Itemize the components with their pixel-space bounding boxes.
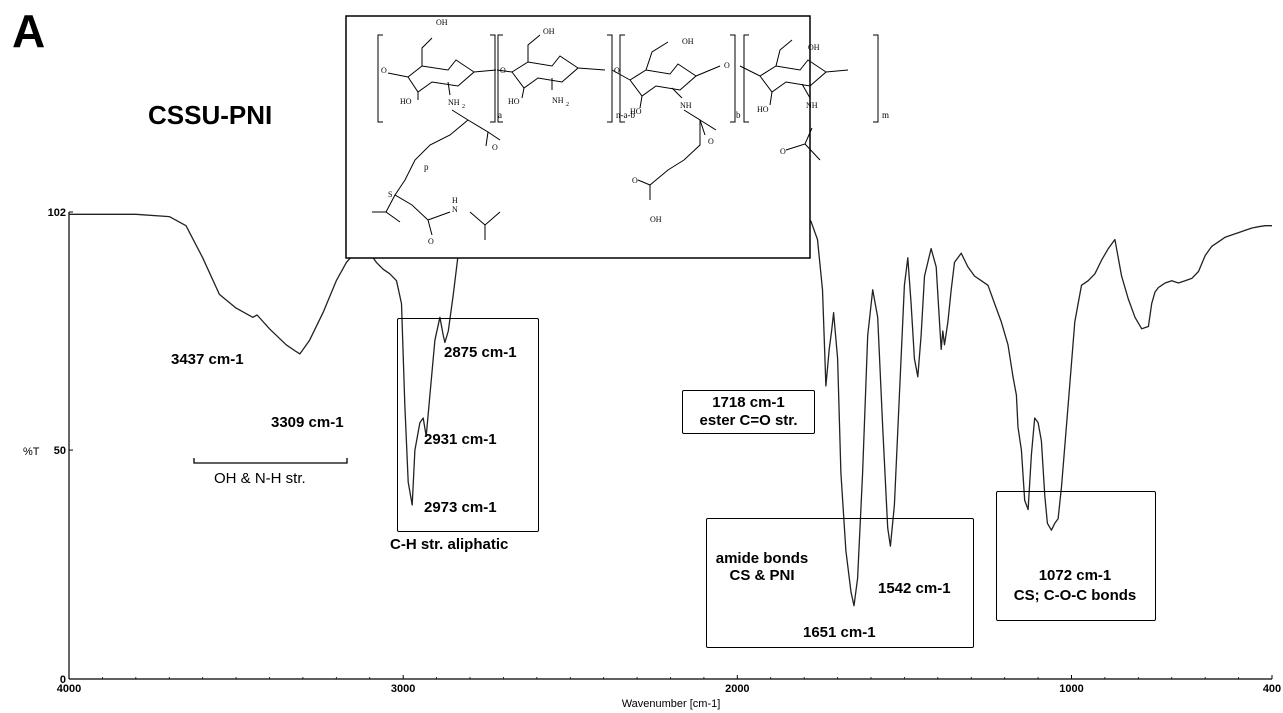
y-tick-label-0: 0	[60, 674, 66, 686]
oh-nh-bracket	[193, 458, 348, 464]
svg-text:S: S	[388, 190, 392, 199]
x-tick-label-4000: 4000	[57, 683, 81, 695]
annotation-2973: 2973 cm-1	[424, 499, 497, 516]
x-tick-label-400: 400	[1263, 683, 1281, 695]
svg-text:OH: OH	[808, 43, 820, 52]
x-axis-label: Wavenumber [cm-1]	[622, 698, 721, 710]
ch-stretch-box	[397, 318, 539, 532]
svg-text:OH: OH	[436, 18, 448, 27]
svg-text:NH: NH	[552, 96, 564, 105]
svg-text:O: O	[724, 61, 730, 70]
annotation-amide: amide bonds	[715, 550, 809, 567]
svg-text:HO: HO	[400, 97, 412, 106]
svg-text:m: m	[882, 110, 889, 120]
annotation-oh-nh: OH & N-H str.	[214, 470, 306, 487]
svg-text:b: b	[736, 110, 741, 120]
svg-text:HO: HO	[508, 97, 520, 106]
annotation-2931: 2931 cm-1	[424, 431, 497, 448]
svg-text:HO: HO	[630, 107, 642, 116]
svg-text:p: p	[424, 162, 429, 172]
svg-text:2: 2	[566, 102, 569, 108]
ticks	[68, 211, 1273, 680]
svg-text:a: a	[498, 110, 502, 120]
y-tick-label-50: 50	[54, 445, 66, 457]
x-tick-label-3000: 3000	[391, 683, 415, 695]
series-line-spectrum	[69, 213, 1272, 607]
svg-text:NH: NH	[680, 101, 692, 110]
svg-text:n-a-b: n-a-b	[616, 110, 635, 120]
svg-text:H: H	[452, 196, 458, 205]
svg-text:NH: NH	[806, 101, 818, 110]
annotation-cs-pni: CS & PNI	[729, 567, 795, 584]
coc-box	[996, 491, 1156, 621]
svg-text:NH: NH	[448, 98, 460, 107]
annotation-3437: 3437 cm-1	[171, 351, 244, 368]
amide-box	[706, 518, 974, 648]
svg-text:2: 2	[462, 104, 465, 110]
chemical-structure-inset: OH HO NH 2 O O OH HO NH 2 O OH HO NH O O…	[345, 15, 889, 259]
svg-text:O: O	[428, 237, 434, 246]
svg-text:O: O	[500, 66, 506, 75]
svg-text:HO: HO	[757, 105, 769, 114]
svg-text:O: O	[492, 143, 498, 152]
y-axis-label: %T	[23, 446, 40, 458]
annotation-1651: 1651 cm-1	[803, 624, 876, 641]
annotation-1718: 1718 cm-1	[712, 394, 785, 411]
x-tick-label-2000: 2000	[725, 683, 749, 695]
ester-box: 1718 cm-1 ester C=O str.	[682, 390, 815, 434]
annotation-1072: 1072 cm-1	[1038, 567, 1112, 584]
svg-text:O: O	[708, 137, 714, 146]
svg-text:O: O	[614, 66, 620, 75]
annotation-2875: 2875 cm-1	[444, 344, 517, 361]
annotation-coc: CS; C-O-C bonds	[1013, 587, 1137, 604]
annotation-3309: 3309 cm-1	[271, 414, 344, 431]
svg-text:OH: OH	[650, 215, 662, 224]
svg-text:O: O	[381, 66, 387, 75]
annotation-ester: ester C=O str.	[699, 412, 798, 429]
y-tick-label-102: 102	[48, 207, 66, 219]
svg-text:O: O	[780, 147, 786, 156]
structure-frame	[345, 15, 811, 259]
svg-text:N: N	[452, 205, 458, 214]
chart-title: CSSU-PNI	[148, 100, 273, 130]
annotation-ch-aliphatic: C-H str. aliphatic	[390, 536, 509, 553]
x-tick-label-1000: 1000	[1059, 683, 1083, 695]
annotation-1542: 1542 cm-1	[878, 580, 951, 597]
svg-text:OH: OH	[543, 27, 555, 36]
panel-letter: A	[12, 5, 46, 57]
svg-text:O: O	[632, 176, 638, 185]
svg-text:OH: OH	[682, 37, 694, 46]
